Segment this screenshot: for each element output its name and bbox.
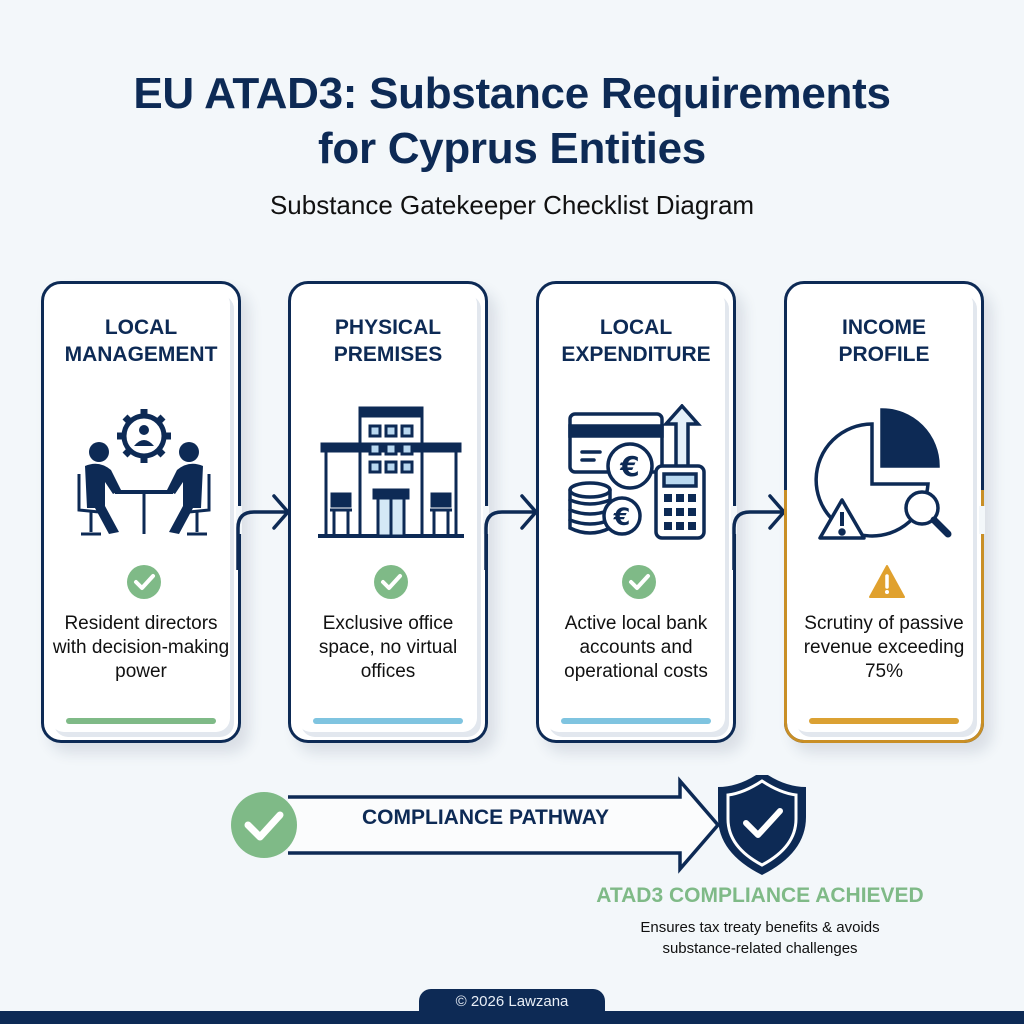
check-circle-icon xyxy=(622,565,656,599)
status-bar xyxy=(66,718,216,724)
card-title: INCOME PROFILE xyxy=(838,316,930,366)
card-local-expenditure: LOCAL EXPENDITURE € € Active xyxy=(536,281,737,743)
compliance-pathway-arrow xyxy=(231,775,806,875)
card-description: Exclusive office space, no virtual offic… xyxy=(318,613,458,682)
card-income-profile: INCOME PROFILE Scrutiny of passive reven… xyxy=(784,281,985,743)
page-title: EU ATAD3: Substance Requirements for Cyp… xyxy=(0,66,1024,176)
pie-chart-warning-icon xyxy=(814,408,952,540)
check-circle-icon xyxy=(374,565,408,599)
title-line-1: EU ATAD3: Substance Requirements xyxy=(133,69,891,118)
arrow-right-icon xyxy=(732,494,786,570)
arrow-right-icon xyxy=(236,494,290,570)
status-bar xyxy=(313,718,463,724)
footer-copyright: © 2026 Lawzana xyxy=(419,989,605,1024)
page-subtitle: Substance Gatekeeper Checklist Diagram xyxy=(269,190,755,220)
arrow-right-icon xyxy=(484,494,538,570)
board-meeting-icon xyxy=(77,409,211,536)
card-physical-premises: PHYSICAL PREMISES Exclusive xyxy=(288,281,489,743)
card-description: Resident directors with decision-making … xyxy=(52,613,230,682)
compliance-achieved-description: Ensures tax treaty benefits & avoids sub… xyxy=(640,919,880,957)
card-title: PHYSICAL PREMISES xyxy=(333,316,443,366)
status-bar xyxy=(809,718,959,724)
compliance-pathway-label: COMPLIANCE PATHWAY xyxy=(362,806,609,829)
check-circle-icon xyxy=(127,565,161,599)
svg-text:€: € xyxy=(613,503,631,531)
svg-text:€: € xyxy=(619,450,639,483)
card-title: LOCAL EXPENDITURE xyxy=(561,316,711,366)
card-title: LOCAL MANAGEMENT xyxy=(64,316,218,366)
card-description: Active local bank accounts and operation… xyxy=(564,613,708,682)
status-bar xyxy=(561,718,711,724)
warning-icon xyxy=(869,565,905,598)
office-building-icon xyxy=(318,406,464,538)
card-description: Scrutiny of passive revenue exceeding 75… xyxy=(803,613,965,682)
title-line-2: for Cyprus Entities xyxy=(318,124,706,173)
compliance-achieved-title: ATAD3 COMPLIANCE ACHIEVED xyxy=(596,884,924,907)
card-local-management: LOCAL MANAGEMENT xyxy=(41,281,242,743)
shield-check-icon xyxy=(718,775,806,875)
check-circle-icon xyxy=(231,792,297,858)
euro-expenditure-icon: € € xyxy=(568,404,706,540)
